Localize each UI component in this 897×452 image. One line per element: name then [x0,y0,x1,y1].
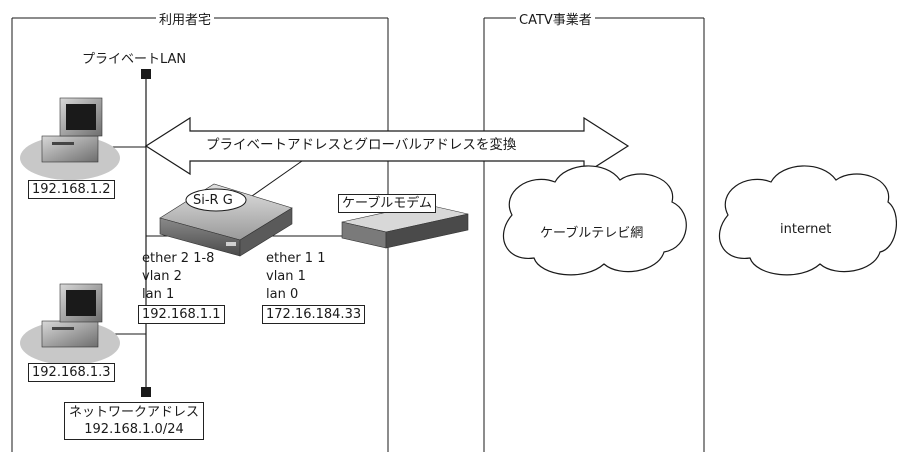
cable-modem-icon [341,203,469,249]
pc-icon [20,283,120,365]
router-lan-vlan: vlan 2 [142,269,182,284]
bus-terminator-top [141,69,151,79]
router-lan-port: ether 2 1-8 [142,251,215,266]
nat-arrow-label: プライベートアドレスとグローバルアドレスを変換 [206,137,517,153]
network-address-label: ネットワークアドレス [69,405,200,420]
router-wan-lan: lan 0 [266,287,299,302]
network-address-box: ネットワークアドレス 192.168.1.0/24 [64,402,205,440]
router-lan-ip-box: 192.168.1.1 [138,305,225,324]
catv-provider-title: CATV事業者 [516,9,595,28]
lan-bus [112,69,176,397]
router-name: Si-R G [193,193,233,208]
router-name-oval [185,188,247,212]
nat-double-arrow [144,116,630,176]
router-lan-lan: lan 1 [142,287,175,302]
catv-network-label: ケーブルテレビ網 [540,226,644,241]
router-wan-ip-box: 172.16.184.33 [262,305,366,324]
catv-network-cloud [502,165,687,276]
pc-ip-box: 192.168.1.2 [28,180,115,199]
internet-label: internet [780,222,832,237]
router-wan-port: ether 1 1 [266,251,326,266]
bus-terminator-bottom [141,387,151,397]
network-address-value: 192.168.1.0/24 [84,422,184,437]
router-wan-vlan: vlan 1 [266,269,306,284]
private-lan-label: プライベートLAN [82,52,187,67]
pc-icon [20,97,120,180]
pc-ip-box: 192.168.1.3 [28,363,115,382]
user-premises-title: 利用者宅 [156,9,215,28]
cable-modem-label: ケーブルモデム [338,194,436,213]
internet-cloud [718,165,897,276]
